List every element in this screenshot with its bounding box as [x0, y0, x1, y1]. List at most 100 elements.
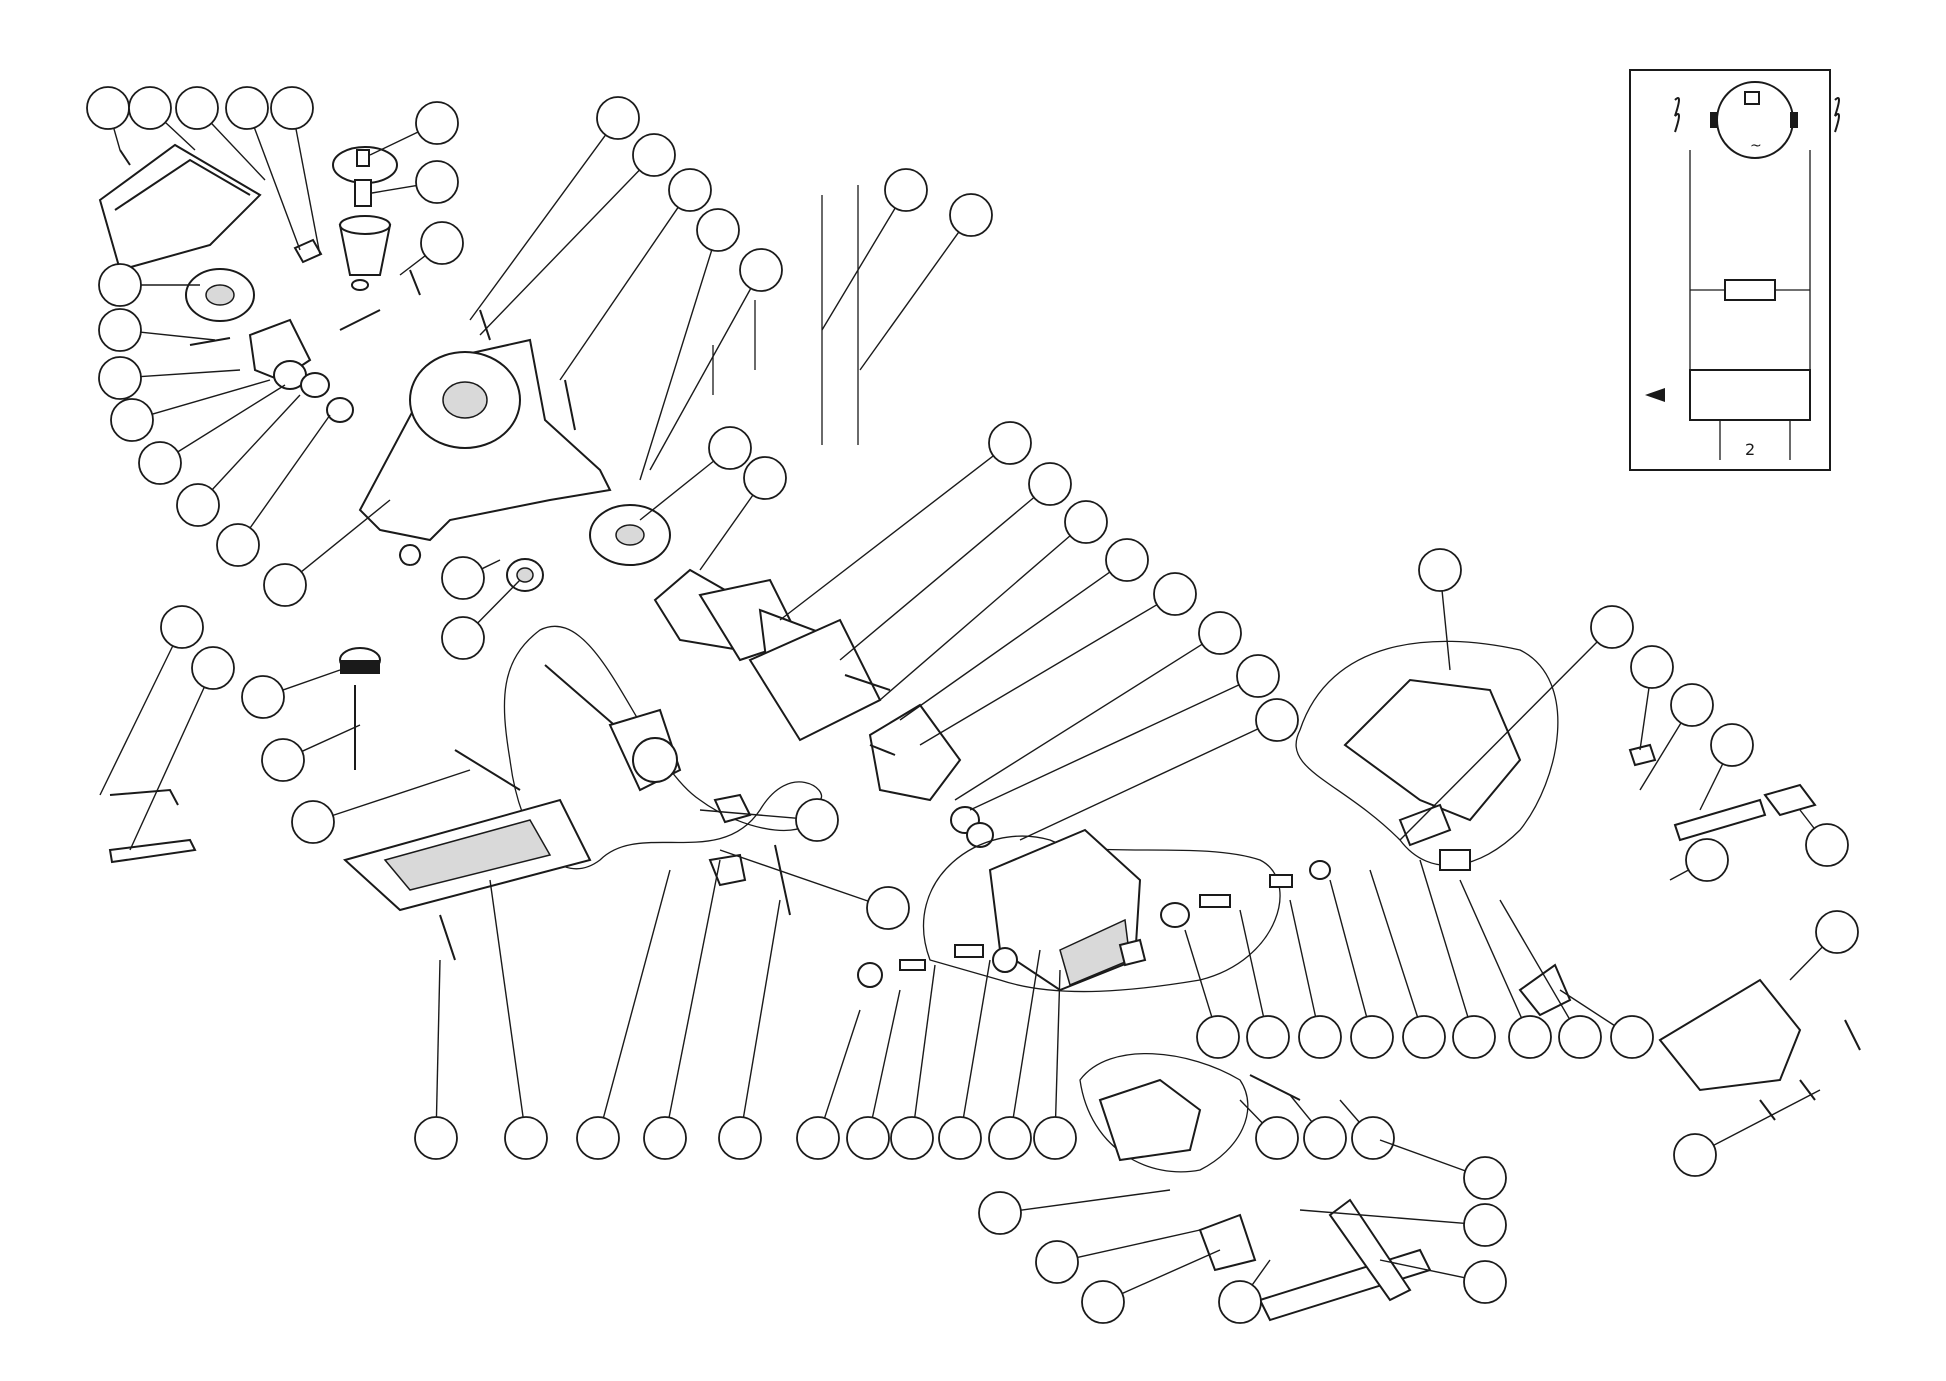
callout-circle [668, 168, 712, 212]
open-end-wrench [108, 838, 197, 864]
capacitor [1724, 279, 1776, 301]
motor-housing-assembly [857, 828, 1331, 993]
carbon-brush [1199, 894, 1231, 908]
callout-circle [1710, 723, 1754, 767]
callout-leader-line [435, 959, 441, 1118]
callout-circle [890, 1116, 934, 1160]
callout-circle [191, 646, 235, 690]
callout-circle [739, 248, 783, 292]
callout-circle [1452, 1015, 1496, 1059]
carbon-rod [774, 844, 791, 916]
callout-leader-line [1441, 590, 1451, 671]
callout-circle [270, 86, 314, 130]
callout-leader-line [300, 499, 391, 573]
guide-rod [454, 749, 521, 791]
callout-circle [138, 441, 182, 485]
callout-leader-line [301, 724, 361, 752]
callout-leader-line [899, 571, 1111, 721]
callout-leader-line [99, 645, 174, 796]
callout-leader-line [742, 899, 781, 1118]
cable-clamp [1628, 743, 1657, 767]
callout-circle [291, 800, 335, 844]
callout-leader-line [879, 535, 1071, 701]
hex-key [109, 788, 179, 806]
callout-leader-line [914, 964, 936, 1118]
callout-circle [718, 1116, 762, 1160]
callout-leader-line [477, 579, 521, 624]
callout-leader-line [1713, 1089, 1821, 1146]
callout-leader-line [1077, 1229, 1201, 1259]
callout-circle [846, 1116, 890, 1160]
callout-leader-line [1251, 1259, 1271, 1286]
callout-circle [1246, 1015, 1290, 1059]
callout-circle [1630, 645, 1674, 689]
callout-circle [175, 86, 219, 130]
callout-circle [110, 398, 154, 442]
callout-circle [1610, 1015, 1654, 1059]
callout-leader-line [1289, 1094, 1313, 1123]
callout-circle [978, 1191, 1022, 1235]
callout-leader-line [1239, 909, 1265, 1017]
callout-leader-line [164, 121, 196, 151]
field-winding-right [1834, 97, 1840, 133]
callout-leader-line [1789, 946, 1823, 981]
callout-circle [1670, 683, 1714, 727]
callout-leader-line [1184, 929, 1213, 1018]
bearing-ring-2 [300, 372, 330, 398]
callout-leader-line [1559, 989, 1615, 1027]
callout-circle [1558, 1015, 1602, 1059]
callout-leader-line [399, 255, 426, 276]
callout-circle [441, 556, 485, 600]
callout-leader-line [954, 643, 1203, 801]
callout-circle [1303, 1116, 1347, 1160]
housing-screw [844, 674, 891, 691]
callout-leader-line [129, 686, 205, 851]
callout-leader-line [140, 369, 241, 378]
callout-circle [884, 168, 928, 212]
callout-circle [98, 308, 142, 352]
callout-circle [576, 1116, 620, 1160]
callout-circle [1805, 823, 1849, 867]
callout-leader-line [1012, 949, 1041, 1118]
callout-circle [1685, 838, 1729, 882]
seal-ring [399, 544, 422, 566]
callout-leader-line [1459, 879, 1523, 1019]
callout-leader-line [1054, 969, 1061, 1118]
callout-leader-line [1499, 899, 1571, 1020]
callout-leader-line [489, 879, 524, 1118]
callout-leader-line [699, 494, 754, 571]
callout-leader-line [1419, 859, 1469, 1018]
callout-circle [1196, 1015, 1240, 1059]
callout-leader-line [871, 989, 901, 1118]
callout-leader-line [1289, 899, 1317, 1017]
callout-circle [1508, 1015, 1552, 1059]
callout-leader-line [140, 331, 216, 341]
callout-leader-line [962, 959, 991, 1118]
callout-circle [1081, 1280, 1125, 1324]
callout-leader-line [699, 809, 797, 819]
callout-leader-line [1369, 869, 1419, 1018]
callout-circle [128, 86, 172, 130]
callout-leader-line [779, 455, 994, 621]
handle-group-outline [1295, 640, 1559, 867]
callout-circle [796, 1116, 840, 1160]
handle-right-half [1658, 978, 1802, 1092]
callout-circle [160, 605, 204, 649]
armature-assembly [589, 185, 994, 848]
callout-leader-line [282, 669, 341, 691]
callout-circle [1463, 1203, 1507, 1247]
wiring-schematic: ~ 2 [1629, 69, 1840, 471]
callout-leader-line [668, 859, 721, 1118]
callout-leader-line [249, 414, 331, 529]
callout-circle [441, 616, 485, 660]
callout-leader-line [1121, 1249, 1221, 1295]
callout-circle [98, 263, 142, 307]
callout-leader-line [1799, 809, 1815, 829]
handle-screw [1844, 1019, 1861, 1051]
callout-leader-line [1239, 1099, 1263, 1124]
lock-screw [1249, 1074, 1301, 1101]
field-winding-left [1674, 97, 1680, 133]
callout-leader-line [1699, 763, 1724, 811]
callout-leader-line [371, 184, 417, 194]
